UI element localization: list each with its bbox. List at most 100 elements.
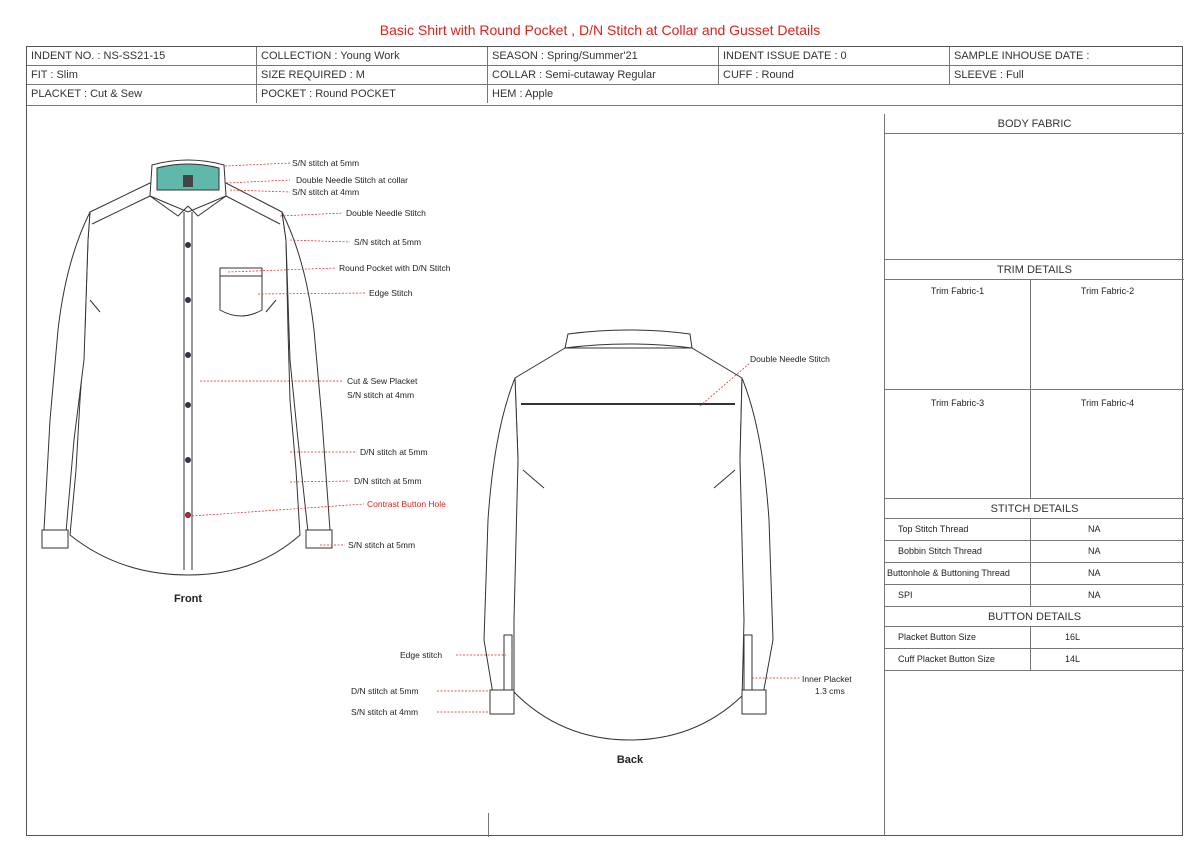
trim-fabric-1-label: Trim Fabric-1	[930, 286, 985, 296]
button	[185, 402, 191, 408]
callout-label: S/N stitch at 5mm	[348, 540, 415, 550]
sleeve-cell: SLEEVE : Full	[954, 69, 1024, 81]
back-sleeve-pleats	[522, 469, 736, 489]
header-row-1: INDENT NO. : NS-SS21-15 COLLECTION : You…	[27, 47, 1182, 66]
back-left-sleeve	[483, 377, 519, 701]
stitch-value: NA	[1088, 590, 1101, 600]
season-cell: SEASON : Spring/Summer'21	[488, 47, 719, 65]
front-shirt-drawing	[41, 159, 333, 576]
callout-label: S/N stitch at 4mm	[347, 390, 414, 400]
stitch-row: SPI NA	[885, 585, 1184, 607]
front-pocket	[219, 267, 263, 317]
placket-cell: PLACKET : Cut & Sew	[27, 85, 257, 103]
back-callout-lines	[437, 362, 800, 713]
callout-label: Edge Stitch	[369, 288, 413, 298]
bottom-divider	[488, 813, 489, 837]
button	[185, 242, 191, 248]
stitch-row: Bobbin Stitch Thread NA	[885, 541, 1184, 563]
callout-label: S/N stitch at 4mm	[351, 707, 418, 717]
divider	[885, 389, 1184, 390]
callout-label: S/N stitch at 5mm	[354, 237, 421, 247]
front-right-yoke	[225, 195, 281, 225]
stitch-value: NA	[1088, 524, 1101, 534]
callout-label: S/N stitch at 4mm	[292, 187, 359, 197]
contrast-button	[185, 512, 191, 518]
front-left-sleeve	[43, 211, 91, 533]
front-caption: Front	[174, 593, 202, 605]
hem-cell: HEM : Apple	[492, 88, 554, 100]
sample-inhouse-date-cell: SAMPLE INHOUSE DATE :	[954, 50, 1090, 62]
spec-sheet-frame: INDENT NO. : NS-SS21-15 COLLECTION : You…	[26, 46, 1184, 837]
front-callout-lines	[191, 162, 367, 546]
front-right-cuff	[305, 529, 333, 549]
callout-label: D/N stitch at 5mm	[354, 476, 422, 486]
stitch-value: NA	[1088, 568, 1101, 578]
button	[185, 457, 191, 463]
callout-label: S/N stitch at 5mm	[292, 158, 359, 168]
size-required-cell: SIZE REQUIRED : M	[257, 66, 488, 84]
stitch-details-header: STITCH DETAILS	[885, 499, 1184, 519]
trim-fabric-4-label: Trim Fabric-4	[1080, 398, 1135, 408]
trim-fabric-3-label: Trim Fabric-3	[930, 398, 985, 408]
stitch-row: Buttonhole & Buttoning Thread NA	[885, 563, 1184, 585]
stitch-value: NA	[1088, 546, 1101, 556]
callout-label: Round Pocket with D/N Stitch	[339, 263, 451, 273]
callout-label: Inner Placket	[802, 674, 852, 684]
stitch-label: Top Stitch Thread	[898, 524, 969, 534]
details-panel: BODY FABRIC TRIM DETAILS Trim Fabric-1 T…	[884, 114, 1184, 836]
front-callouts: S/N stitch at 5mm Double Needle Stitch a…	[292, 158, 451, 550]
button-label: Cuff Placket Button Size	[898, 654, 995, 664]
callout-label-red: Contrast Button Hole	[367, 499, 446, 509]
callout-label: Edge stitch	[400, 650, 442, 660]
callout-label: Double Needle Stitch	[346, 208, 426, 218]
fit-cell: FIT : Slim	[27, 66, 257, 84]
callout-label: Double Needle Stitch	[750, 354, 830, 364]
stitch-row: Top Stitch Thread NA	[885, 519, 1184, 541]
sleeve-pleats	[89, 299, 277, 313]
back-collar	[564, 329, 693, 349]
button-details-header: BUTTON DETAILS	[885, 607, 1184, 627]
indent-no-cell: INDENT NO. : NS-SS21-15	[27, 47, 257, 65]
callout-label: Cut & Sew Placket	[347, 376, 418, 386]
collar-points	[149, 195, 227, 217]
back-shirt-drawing	[483, 329, 774, 741]
back-body-outline	[511, 347, 749, 741]
indent-issue-date-cell: INDENT ISSUE DATE : 0	[719, 47, 950, 65]
back-right-cuff	[741, 689, 767, 715]
trim-details-header: TRIM DETAILS	[885, 260, 1184, 280]
front-left-cuff	[41, 529, 69, 549]
callout-label: Double Needle Stitch at collar	[296, 175, 408, 185]
back-left-cuff	[489, 689, 515, 715]
front-left-yoke	[91, 195, 151, 225]
collar-cell: COLLAR : Semi-cutaway Regular	[488, 66, 719, 84]
right-sleeve-placket	[743, 634, 753, 691]
stitch-label: Bobbin Stitch Thread	[898, 546, 982, 556]
callout-label: 1.3 cms	[815, 686, 845, 696]
button-row: Cuff Placket Button Size 14L	[885, 649, 1184, 671]
header-row-2: FIT : Slim SIZE REQUIRED : M COLLAR : Se…	[27, 66, 1182, 85]
body-fabric-header: BODY FABRIC	[885, 114, 1184, 134]
front-body-outline	[69, 182, 301, 576]
stitch-label: Buttonhole & Buttoning Thread	[887, 568, 1010, 578]
callout-label: D/N stitch at 5mm	[351, 686, 419, 696]
collection-cell: COLLECTION : Young Work	[257, 47, 488, 65]
divider	[885, 259, 1184, 260]
button-row: Placket Button Size 16L	[885, 627, 1184, 649]
brand-label	[183, 175, 193, 187]
sheet-title: Basic Shirt with Round Pocket , D/N Stit…	[379, 22, 821, 38]
trim-fabric-2-label: Trim Fabric-2	[1080, 286, 1135, 296]
button	[185, 352, 191, 358]
button-divider-vertical	[1030, 627, 1031, 671]
stitch-label: SPI	[898, 590, 913, 600]
cuff-cell: CUFF : Round	[719, 66, 950, 84]
divider	[885, 498, 1184, 499]
callout-label: D/N stitch at 5mm	[360, 447, 428, 457]
header-row-3: PLACKET : Cut & Sew POCKET : Round POCKE…	[27, 85, 1182, 106]
button-value: 16L	[1065, 632, 1081, 642]
back-caption: Back	[617, 754, 644, 766]
pocket-cell: POCKET : Round POCKET	[257, 85, 488, 103]
button	[185, 297, 191, 303]
back-callouts: Double Needle Stitch Edge stitch D/N sti…	[351, 354, 852, 717]
left-sleeve-placket	[503, 634, 513, 691]
